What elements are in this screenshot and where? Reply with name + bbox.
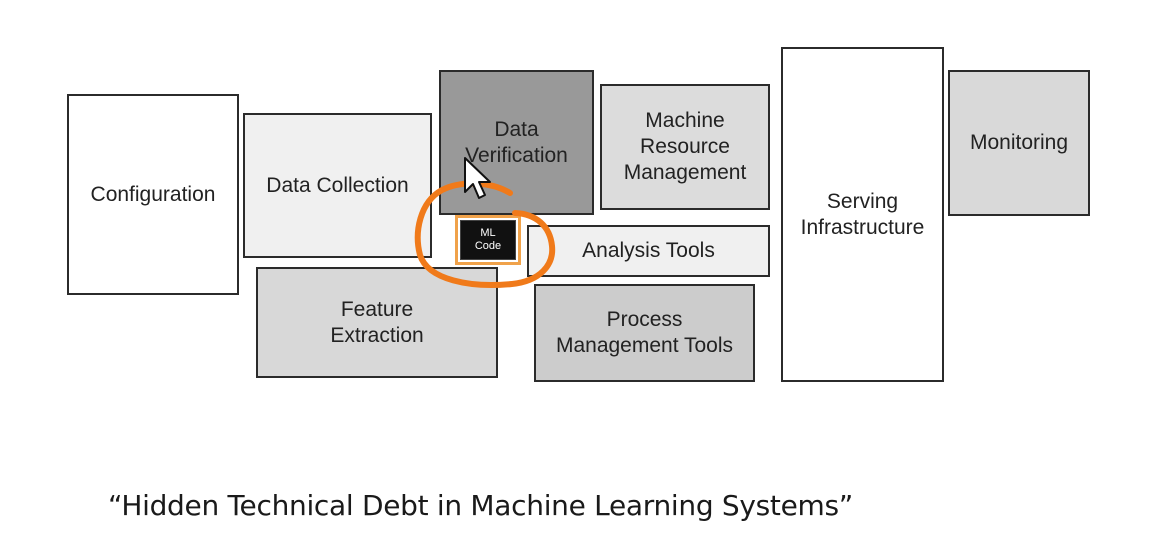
process-management-tools-label: Process Management Tools (555, 308, 734, 357)
data-verification-label: Data Verification (465, 117, 568, 167)
data-verification-box: Data Verification (439, 70, 594, 215)
machine-resource-management-label: Machine Resource Management (623, 109, 747, 184)
monitoring-label: Monitoring (969, 131, 1069, 154)
ml-code-label: ML Code (460, 220, 516, 260)
feature-extraction-label: Feature Extraction (330, 297, 424, 347)
analysis-tools-box: Analysis Tools (527, 225, 770, 277)
data-collection-label: Data Collection (266, 173, 409, 197)
feature-extraction-box: Feature Extraction (256, 267, 498, 378)
data-collection-box: Data Collection (243, 113, 432, 258)
configuration-box: Configuration (67, 94, 239, 295)
serving-infrastructure-box: Serving Infrastructure (781, 47, 944, 382)
ml-code-box: ML Code (455, 215, 521, 265)
monitoring-box: Monitoring (948, 70, 1090, 216)
process-management-tools-box: Process Management Tools (534, 284, 755, 382)
configuration-label: Configuration (90, 182, 216, 206)
analysis-tools-label: Analysis Tools (582, 239, 715, 262)
serving-infrastructure-label: Serving Infrastructure (800, 189, 925, 239)
caption: “Hidden Technical Debt in Machine Learni… (108, 489, 854, 522)
machine-resource-management-box: Machine Resource Management (600, 84, 770, 210)
